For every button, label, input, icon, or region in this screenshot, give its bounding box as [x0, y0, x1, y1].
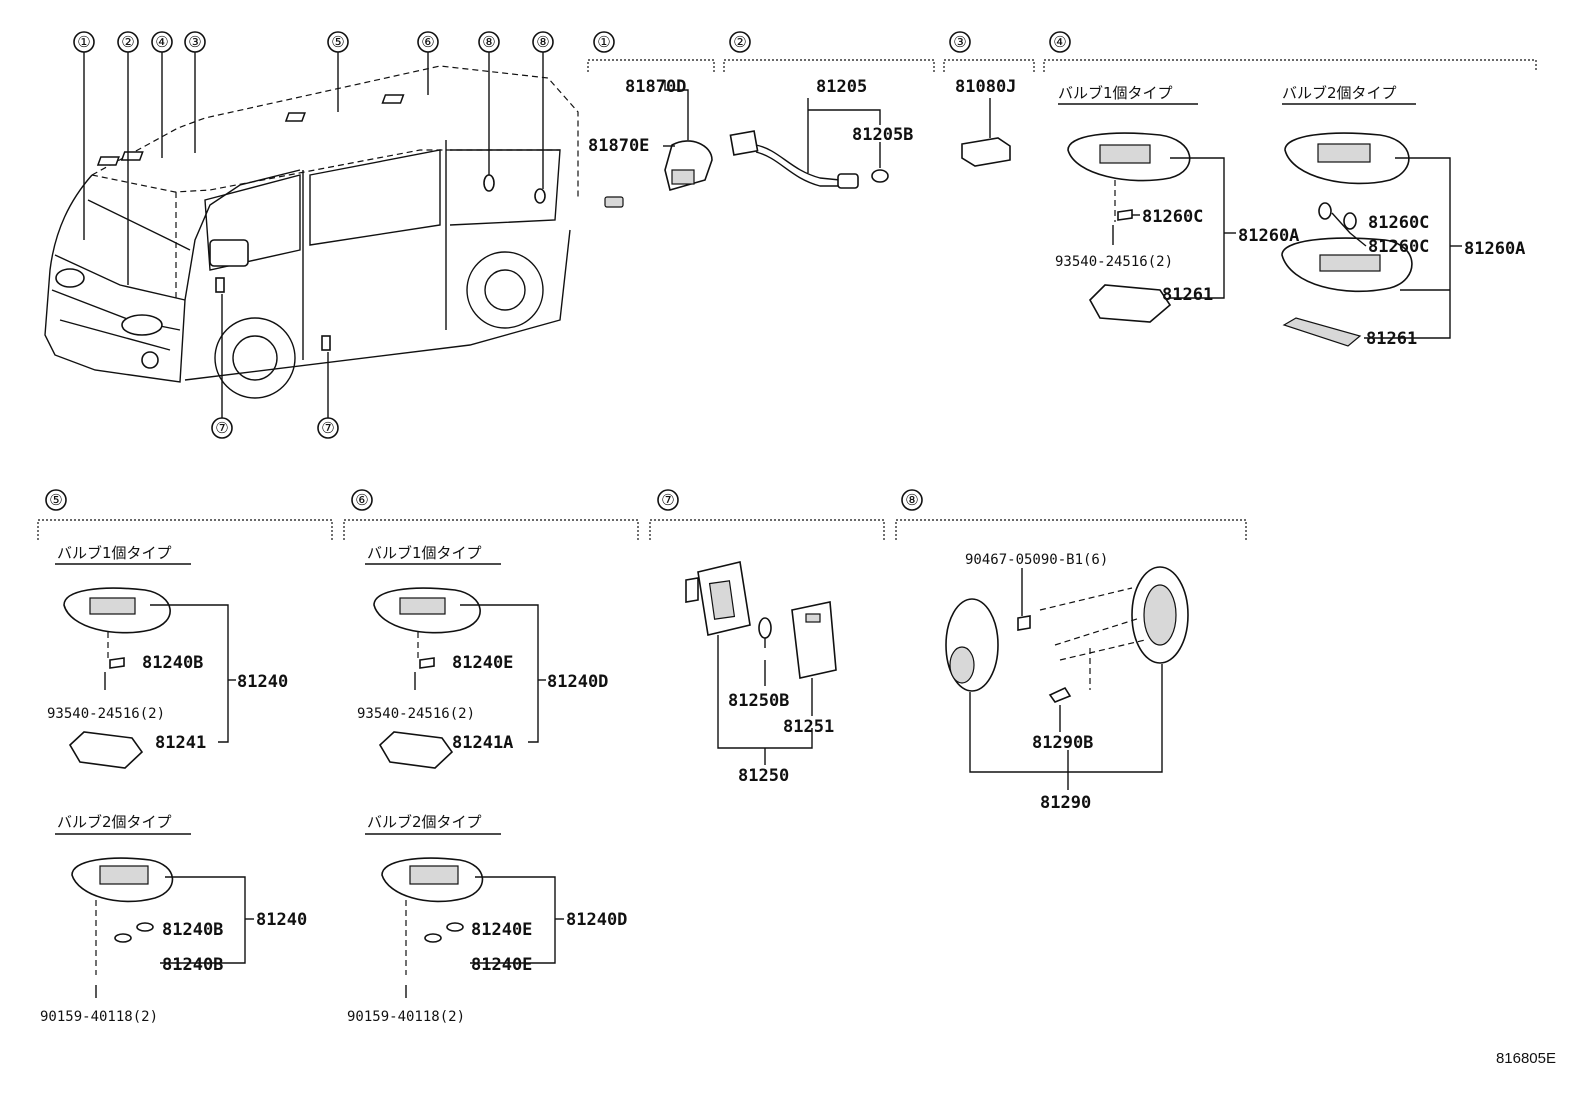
part-93540-24516-s6: 93540-24516(2)	[357, 706, 475, 722]
part-81260A-a: 81260A	[1238, 226, 1299, 246]
part-90159-40118-s5: 90159-40118(2)	[40, 1009, 158, 1025]
part-81250: 81250	[738, 766, 789, 786]
part-81241A: 81241A	[452, 733, 513, 753]
section-2-number: ②	[733, 33, 746, 51]
part-81870E: 81870E	[588, 136, 649, 156]
s6-one-bulb-label: バルブ1個タイプ	[367, 544, 482, 562]
callout-3: ③	[188, 33, 201, 51]
part-81290: 81290	[1040, 793, 1091, 813]
section-4	[1043, 31, 1537, 347]
part-81240E-c: 81240E	[471, 955, 532, 975]
part-81240D-a: 81240D	[547, 672, 608, 692]
part-81241: 81241	[155, 733, 206, 753]
part-90467-05090-B1: 90467-05090-B1(6)	[965, 552, 1108, 568]
callout-4: ④	[155, 33, 168, 51]
section-6	[343, 489, 639, 998]
callout-5: ⑤	[331, 33, 344, 51]
s5-one-bulb-label: バルブ1個タイプ	[57, 544, 172, 562]
callout-7a: ⑦	[215, 419, 228, 437]
section-5-number: ⑤	[49, 491, 62, 509]
section-1-number: ①	[597, 33, 610, 51]
callout-8a: ⑧	[482, 33, 495, 51]
callout-8b: ⑧	[536, 33, 549, 51]
part-81251: 81251	[783, 717, 834, 737]
section-1	[587, 31, 715, 208]
section-5	[37, 489, 333, 998]
part-81240E-b: 81240E	[471, 920, 532, 940]
callout-2: ②	[121, 33, 134, 51]
part-81260A-b: 81260A	[1464, 239, 1525, 259]
part-81290B: 81290B	[1032, 733, 1093, 753]
part-81080J: 81080J	[955, 77, 1016, 97]
part-90159-40118-s6: 90159-40118(2)	[347, 1009, 465, 1025]
part-81240B-b: 81240B	[162, 920, 223, 940]
part-81261-b: 81261	[1366, 329, 1417, 349]
part-81260C-b: 81260C	[1368, 213, 1429, 233]
part-81205B: 81205B	[852, 125, 913, 145]
part-81240B-c: 81240B	[162, 955, 223, 975]
part-81240B-a: 81240B	[142, 653, 203, 673]
section-3	[943, 31, 1035, 167]
callout-6: ⑥	[421, 33, 434, 51]
section-8-number: ⑧	[905, 491, 918, 509]
section-2	[723, 31, 935, 189]
part-81240D-b: 81240D	[566, 910, 627, 930]
part-81240-a: 81240	[237, 672, 288, 692]
s4-two-bulb-label: バルブ2個タイプ	[1282, 84, 1397, 102]
section-8	[895, 489, 1247, 790]
part-81205: 81205	[816, 77, 867, 97]
part-81250B: 81250B	[728, 691, 789, 711]
s6-two-bulb-label: バルブ2個タイプ	[367, 813, 482, 831]
part-81870D: 81870D	[625, 77, 686, 97]
section-6-number: ⑥	[355, 491, 368, 509]
callout-7b: ⑦	[321, 419, 334, 437]
s4-one-bulb-label: バルブ1個タイプ	[1058, 84, 1173, 102]
section-3-number: ③	[953, 33, 966, 51]
figure-code: 816805E	[1496, 1050, 1556, 1067]
part-81240-b: 81240	[256, 910, 307, 930]
part-81260C-c: 81260C	[1368, 237, 1429, 257]
part-93540-24516-s5: 93540-24516(2)	[47, 706, 165, 722]
part-81260C-a: 81260C	[1142, 207, 1203, 227]
callout-1: ①	[77, 33, 90, 51]
van-illustration	[44, 31, 579, 439]
section-7	[649, 489, 885, 765]
s5-two-bulb-label: バルブ2個タイプ	[57, 813, 172, 831]
part-81261-a: 81261	[1162, 285, 1213, 305]
section-7-number: ⑦	[661, 491, 674, 509]
part-81240E-a: 81240E	[452, 653, 513, 673]
part-93540-24516-s4: 93540-24516(2)	[1055, 254, 1173, 270]
section-4-number: ④	[1053, 33, 1066, 51]
